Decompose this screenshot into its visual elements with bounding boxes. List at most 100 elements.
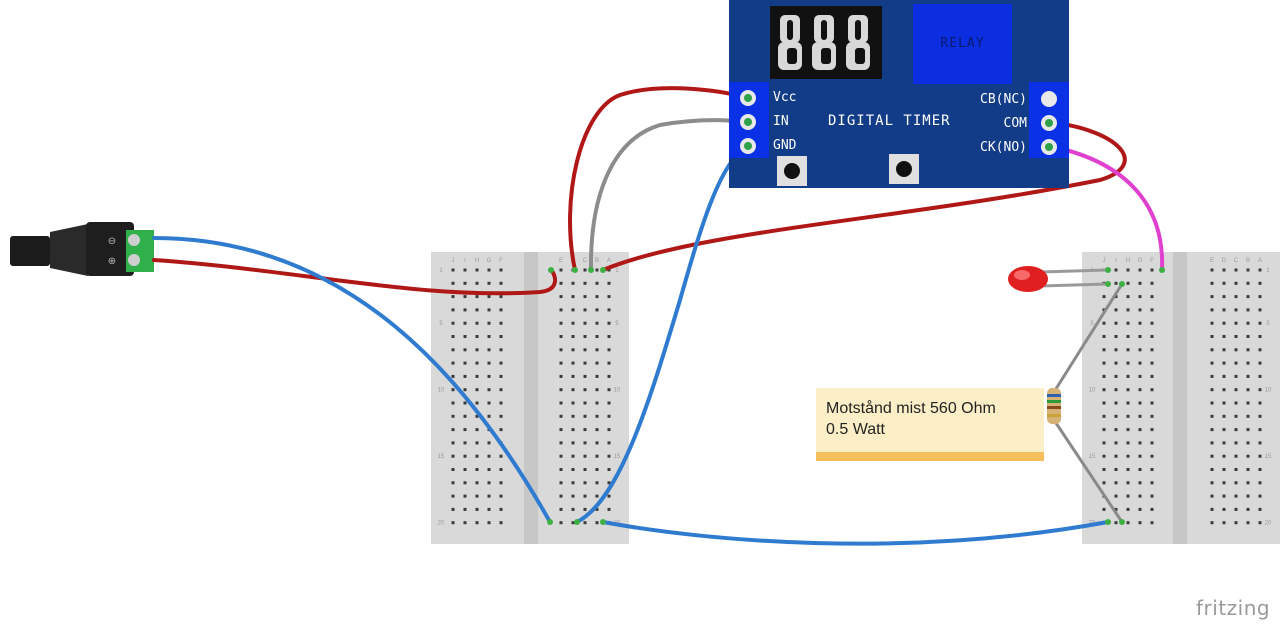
breadboard-hole <box>583 268 587 272</box>
breadboard-hole <box>559 388 563 392</box>
breadboard-hole <box>1150 521 1154 525</box>
breadboard-hole <box>451 521 455 525</box>
breadboard-hole <box>1114 321 1118 325</box>
breadboard-hole <box>463 414 467 418</box>
breadboard-hole <box>1258 268 1262 272</box>
breadboard-hole <box>559 268 563 272</box>
breadboard-hole <box>595 348 599 352</box>
breadboard-hole <box>487 348 491 352</box>
breadboard-hole <box>583 295 587 299</box>
breadboard-hole <box>499 428 503 432</box>
breadboard-hole <box>571 507 575 511</box>
breadboard-hole <box>499 295 503 299</box>
breadboard-hole <box>475 507 479 511</box>
breadboard-hole <box>451 481 455 485</box>
breadboard-hole <box>1210 374 1214 378</box>
breadboard-hole <box>595 295 599 299</box>
breadboard-hole <box>487 308 491 312</box>
breadboard-hole <box>1222 468 1226 471</box>
breadboard-hole <box>559 481 563 485</box>
breadboard-hole <box>1150 507 1154 511</box>
breadboard-hole <box>1126 441 1130 445</box>
breadboard-column-letter: B <box>1246 258 1250 264</box>
breadboard-hole <box>1210 348 1214 352</box>
breadboard-hole <box>571 494 575 498</box>
breadboard-hole <box>1138 321 1142 325</box>
breadboard-hole <box>1150 401 1154 405</box>
breadboard-hole <box>1126 388 1130 392</box>
breadboard-hole <box>1102 428 1106 432</box>
breadboard-hole <box>1114 481 1118 485</box>
breadboard-row-number: 20 <box>1265 521 1272 527</box>
breadboard-hole <box>1222 507 1226 511</box>
breadboard-hole <box>475 321 479 325</box>
breadboard-hole <box>595 521 599 525</box>
breadboard-hole <box>1126 295 1130 299</box>
breadboard-hole <box>1246 268 1250 272</box>
breadboard-hole <box>1114 268 1118 272</box>
breadboard-row-number: 15 <box>1089 454 1096 460</box>
breadboard-hole <box>1126 348 1130 352</box>
breadboard-hole <box>1246 428 1250 432</box>
breadboard-hole <box>607 441 611 445</box>
breadboard-hole <box>571 335 575 338</box>
breadboard-hole <box>1234 374 1238 378</box>
breadboard-hole <box>1150 388 1154 392</box>
breadboard-hole <box>1246 441 1250 445</box>
breadboard-hole <box>1258 494 1262 498</box>
breadboard-hole <box>1210 414 1214 418</box>
breadboard-hole <box>559 494 563 498</box>
breadboard-hole <box>475 428 479 432</box>
breadboard-hole <box>1222 348 1226 352</box>
breadboard-hole <box>1210 428 1214 432</box>
breadboard-hole <box>475 281 479 285</box>
breadboard-hole <box>1150 268 1154 272</box>
breadboard-hole <box>607 494 611 498</box>
breadboard-hole <box>595 361 599 365</box>
breadboard-hole <box>1258 361 1262 365</box>
breadboard-hole <box>451 507 455 511</box>
breadboard-hole <box>463 388 467 392</box>
breadboard-hole <box>487 374 491 378</box>
breadboard-column-letter: J <box>1103 258 1106 264</box>
breadboard-hole <box>1210 401 1214 405</box>
dc-barrel-jack: ⊖ ⊕ <box>10 222 154 276</box>
breadboard-hole <box>571 361 575 365</box>
pin-label-gnd: GND <box>773 138 797 153</box>
breadboard-hole <box>1114 494 1118 498</box>
breadboard-hole <box>1234 295 1238 299</box>
breadboard-hole <box>607 454 611 458</box>
breadboard-column-letter: D <box>1222 258 1227 264</box>
breadboard-hole <box>451 335 455 338</box>
breadboard-hole <box>559 348 563 352</box>
breadboard-hole <box>1114 348 1118 352</box>
breadboard-hole <box>1210 335 1214 338</box>
breadboard-hole <box>571 401 575 405</box>
breadboard-hole <box>1258 295 1262 299</box>
breadboard-hole <box>595 494 599 498</box>
breadboard-hole <box>595 428 599 432</box>
breadboard-row-number: 5 <box>615 321 619 327</box>
breadboard-hole <box>499 335 503 338</box>
breadboard-hole <box>463 441 467 445</box>
breadboard-hole <box>571 454 575 458</box>
breadboard-hole <box>607 414 611 418</box>
breadboard-hole <box>1150 281 1154 285</box>
breadboard-hole <box>571 308 575 312</box>
breadboard-hole <box>1246 335 1250 338</box>
breadboard-hole <box>1138 441 1142 445</box>
breadboard-hole <box>1114 374 1118 378</box>
breadboard-column-letter: G <box>487 258 492 264</box>
breadboard-hole <box>499 401 503 405</box>
resistor-leads <box>1052 283 1124 523</box>
breadboard-hole <box>499 321 503 325</box>
breadboard-hole <box>1246 281 1250 285</box>
breadboard-hole <box>1126 468 1130 471</box>
breadboard-column-letter: C <box>1234 258 1239 264</box>
breadboard-hole <box>475 468 479 471</box>
breadboard-hole <box>1138 414 1142 418</box>
breadboard-hole <box>1258 388 1262 392</box>
breadboard-hole <box>463 507 467 511</box>
breadboard-hole <box>1114 454 1118 458</box>
